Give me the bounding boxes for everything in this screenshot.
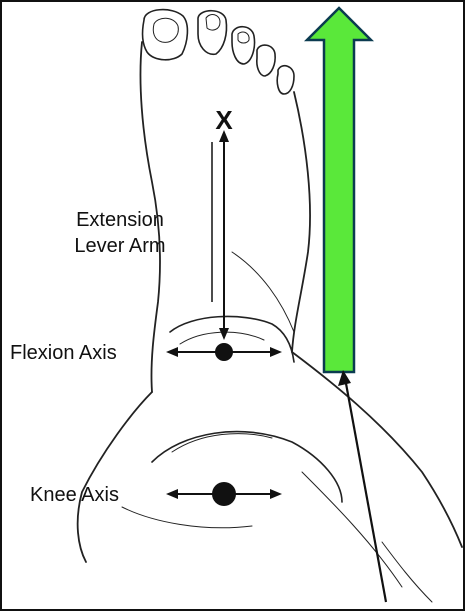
flexion-axis-label: Flexion Axis xyxy=(10,342,117,364)
pointer-line xyxy=(338,370,386,602)
knee-axis-label: Knee Axis xyxy=(30,484,119,506)
knee-axis-marker xyxy=(166,482,282,506)
flexion-axis-marker xyxy=(166,343,282,361)
x-mark: X xyxy=(215,105,233,135)
force-arrow xyxy=(307,8,371,372)
foot-illustration xyxy=(78,10,462,602)
lever-arm-label: Lever Arm xyxy=(74,235,165,257)
lever-arm-arrow xyxy=(212,130,229,340)
extension-label: Extension xyxy=(76,209,164,231)
